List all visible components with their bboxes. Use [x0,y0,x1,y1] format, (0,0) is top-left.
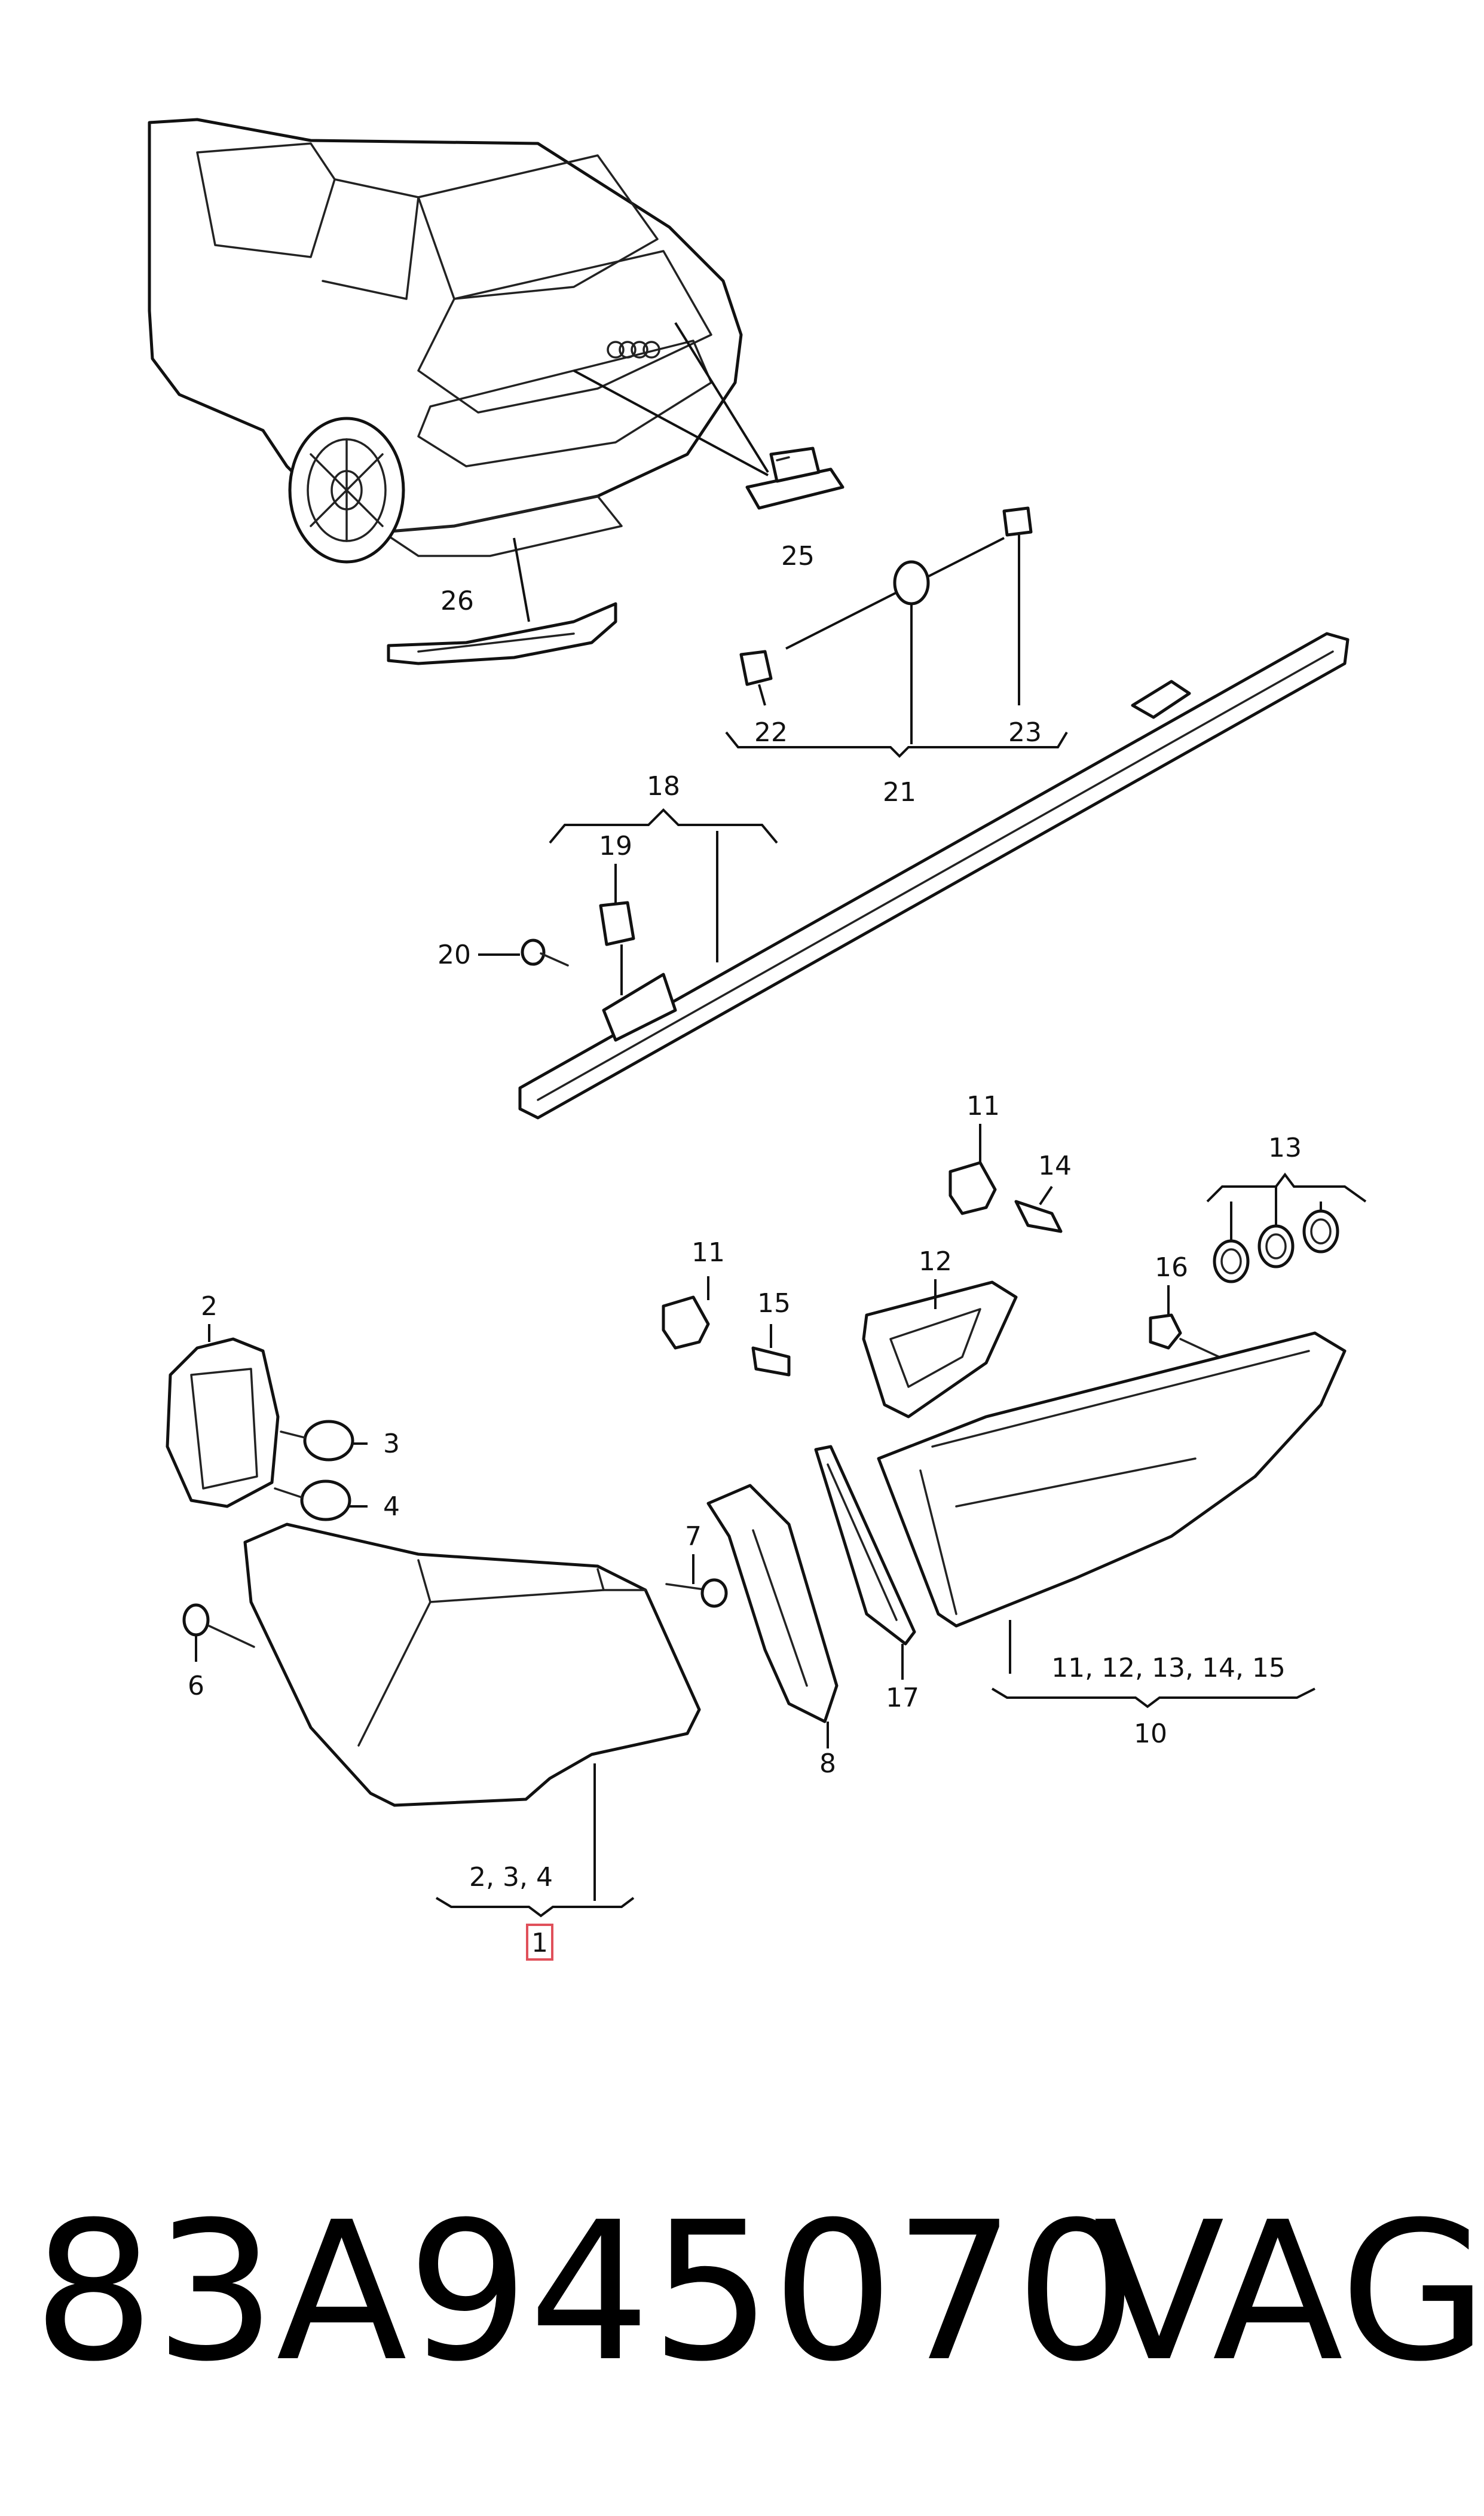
bracket-1 [435,1897,635,1918]
callout-20: 20 [437,940,471,970]
light-strip-18 [518,632,1350,1120]
highlight-box-1 [526,1924,553,1961]
bracket-panel-8 [706,1484,839,1748]
bracket-21 [725,731,1068,758]
car-rear-illustration [148,118,743,564]
callout-3: 3 [383,1429,400,1459]
callout-12: 12 [919,1246,952,1277]
callout-22: 22 [754,717,788,748]
callout-26: 26 [440,586,474,616]
callout-1: 1 [531,1928,548,1958]
wiring-harness-21 [739,506,1033,744]
callout-11-upper: 11 [966,1091,1000,1121]
callout-21: 21 [883,777,916,808]
bulb-3 [280,1420,368,1462]
bulb-15 [751,1324,791,1377]
callout-6: 6 [188,1671,204,1701]
part-number-label: 83A945070 [33,2181,1137,2404]
bulb-carrier-2 [166,1324,280,1508]
callout-7: 7 [685,1521,702,1552]
bracket-18 [549,808,778,844]
callout-10-group: 11, 12, 13, 14, 15 [1051,1653,1286,1683]
callout-16: 16 [1155,1252,1188,1283]
bulb-socket-11-upper [948,1124,997,1215]
callout-8: 8 [819,1748,836,1779]
bulb-14 [1014,1185,1063,1233]
clip-19 [599,864,635,995]
license-lamp-25 [745,447,844,510]
callout-13: 13 [1268,1133,1302,1163]
callout-18: 18 [647,771,680,802]
callout-1-group: 2, 3, 4 [469,1862,553,1893]
callout-17: 17 [886,1683,919,1713]
callout-14: 14 [1038,1151,1072,1181]
inner-tail-lamp-10 [877,1331,1347,1628]
brand-label: VAG [1094,2181,1484,2404]
nut-16 [1149,1285,1220,1358]
screw-7 [665,1554,728,1608]
callout-11-lower: 11 [691,1237,725,1268]
gaskets-13 [1213,1187,1339,1283]
callout-10: 10 [1134,1719,1167,1749]
bulb-socket-11-lower [662,1276,710,1350]
callout-15: 15 [757,1288,791,1319]
seal-strip-17 [814,1445,916,1680]
bulb-4 [274,1479,368,1521]
callout-4: 4 [383,1491,400,1522]
grommet-6 [182,1603,255,1662]
reflector-12 [862,1279,1018,1419]
outer-tail-lamp-1 [243,1523,701,1807]
callout-2: 2 [201,1291,218,1322]
bracket-10 [991,1687,1315,1708]
bracket-13 [1206,1172,1367,1203]
callout-25: 25 [781,541,815,571]
trim-strip-26 [387,602,617,665]
audi-rings-logo [607,341,660,359]
screw-20 [478,938,569,967]
callout-23: 23 [1008,717,1042,748]
callout-19: 19 [599,831,632,861]
